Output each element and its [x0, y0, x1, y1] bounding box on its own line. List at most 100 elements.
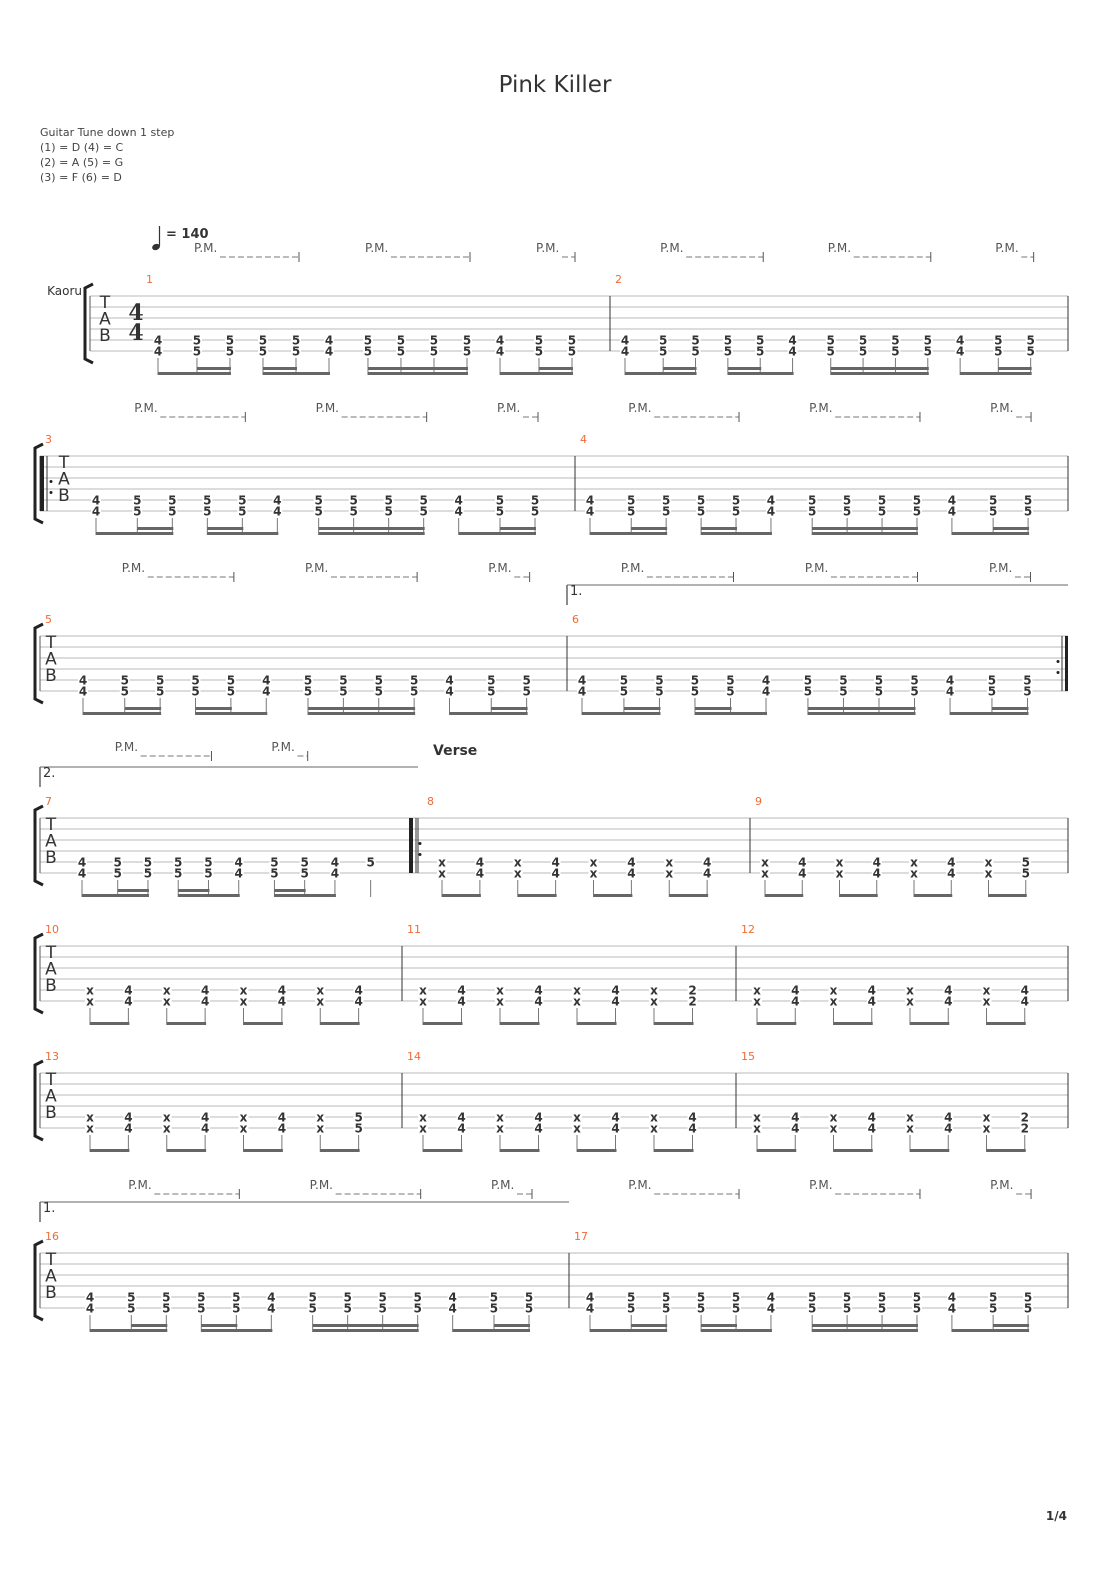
volta-label: 1.: [570, 584, 582, 599]
fret-number: 5: [691, 345, 699, 359]
fret-background: [664, 856, 675, 867]
fret-background: [702, 856, 713, 867]
fret-number: 5: [430, 345, 438, 359]
beam-secondary: [343, 707, 380, 710]
fret-background: [123, 984, 134, 995]
fret-number: 5: [910, 674, 918, 688]
beam-secondary: [663, 367, 697, 370]
fret-number: 4: [267, 1302, 275, 1316]
beam-secondary: [843, 707, 880, 710]
fret-number: 5: [292, 334, 300, 348]
beam-primary: [83, 712, 162, 715]
fret-number: 5: [204, 867, 212, 881]
fret-number: 4: [78, 867, 86, 881]
fret-number: 4: [948, 505, 956, 519]
fret-number: 5: [913, 1291, 921, 1305]
fret-background: [412, 1302, 423, 1313]
fret-background: [224, 334, 235, 345]
tempo-marking: = 140: [166, 227, 209, 242]
beam-secondary: [623, 707, 661, 710]
fret-background: [85, 1291, 95, 1302]
fret-background: [725, 674, 736, 685]
beam-primary: [951, 532, 1030, 535]
fret-background: [377, 1302, 388, 1313]
fret-background: [161, 984, 172, 995]
measure-number: 5: [45, 613, 52, 626]
tab-clef-letter: B: [45, 1283, 57, 1303]
dead-note: x: [983, 1122, 991, 1136]
fret-background: [123, 995, 134, 1006]
fret-number: 5: [375, 674, 383, 688]
fret-number: 5: [808, 505, 816, 519]
fret-background: [512, 856, 523, 867]
fret-number: 5: [839, 674, 847, 688]
fret-number: 5: [627, 1302, 635, 1316]
fret-number: 5: [270, 867, 278, 881]
fret-background: [342, 1291, 353, 1302]
fret-background: [658, 345, 669, 356]
fret-number: 5: [1024, 1302, 1032, 1316]
fret-background: [807, 494, 818, 505]
beam-primary: [654, 1022, 694, 1025]
fret-background: [324, 345, 335, 356]
palm-mute-label: P.M.: [809, 1178, 832, 1192]
fret-background: [858, 334, 869, 345]
fret-number: 5: [375, 685, 383, 699]
fret-number: 5: [620, 685, 628, 699]
beam-primary: [90, 1329, 168, 1332]
fret-background: [257, 334, 268, 345]
fret-background: [838, 674, 849, 685]
dead-note: x: [665, 867, 673, 881]
fret-number: 5: [144, 867, 152, 881]
fret-number: 5: [463, 345, 471, 359]
fret-number: 5: [162, 1291, 170, 1305]
fret-number: 4: [476, 867, 484, 881]
beam-secondary: [491, 707, 528, 710]
fret-background: [1022, 685, 1033, 696]
fret-background: [765, 1302, 776, 1313]
dead-note: x: [753, 1111, 761, 1125]
palm-mute-label: P.M.: [194, 241, 217, 255]
fret-number: 5: [191, 674, 199, 688]
fret-background: [911, 1302, 922, 1313]
palm-mute-label: P.M.: [305, 561, 328, 575]
fret-number: 4: [534, 984, 542, 998]
fret-background: [418, 1111, 428, 1122]
fret-number: 5: [259, 345, 267, 359]
fret-background: [533, 345, 544, 356]
fret-number: 5: [808, 494, 816, 508]
beam-primary: [274, 894, 336, 897]
palm-mute-label: P.M.: [134, 401, 157, 415]
fret-background: [383, 505, 394, 516]
fret-number: 5: [724, 345, 732, 359]
fret-number: 4: [154, 345, 162, 359]
fret-background: [237, 505, 248, 516]
fret-number: 4: [79, 685, 87, 699]
fret-number: 4: [445, 685, 453, 699]
fret-number: 5: [620, 674, 628, 688]
fret-background: [523, 1302, 534, 1313]
fret-background: [486, 674, 497, 685]
fret-number: 5: [308, 1302, 316, 1316]
fret-background: [276, 1122, 287, 1133]
fret-background: [302, 685, 313, 696]
beam-secondary: [378, 707, 416, 710]
fret-background: [313, 505, 324, 516]
dead-note: x: [496, 995, 504, 1009]
fret-number: 5: [627, 494, 635, 508]
fret-number: 5: [839, 685, 847, 699]
tab-clef-letter: A: [58, 470, 70, 490]
fret-background: [946, 494, 957, 505]
beam-secondary: [196, 367, 231, 370]
fret-background: [654, 685, 665, 696]
fret-background: [765, 505, 776, 516]
beam-secondary: [727, 367, 762, 370]
fret-background: [577, 685, 587, 696]
fret-number: 5: [204, 856, 212, 870]
fret-number: 4: [688, 1122, 696, 1136]
beam-primary: [517, 894, 557, 897]
fret-number: 5: [227, 685, 235, 699]
fret-background: [1020, 856, 1031, 867]
fret-background: [761, 674, 772, 685]
beam-primary: [812, 532, 918, 535]
